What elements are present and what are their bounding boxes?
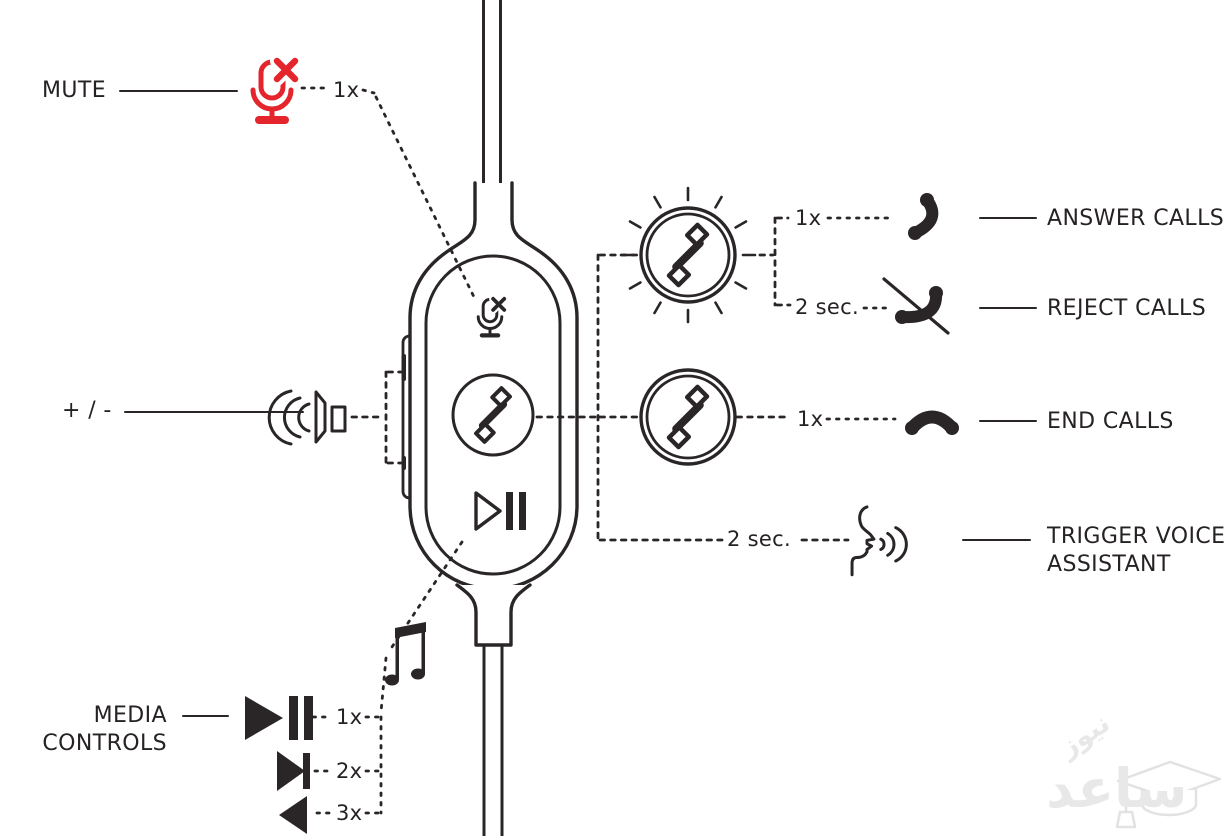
voice-assistant-icon: [850, 505, 908, 577]
previous-track-tap-count: 3x: [336, 801, 363, 825]
watermark-text-line2: ساعد: [1046, 757, 1188, 820]
end-calls-icon: [905, 410, 959, 435]
next-track-icon: [277, 751, 310, 791]
music-note-icon: [385, 622, 426, 686]
volume-label: + / -: [62, 398, 112, 423]
remote-mute-mic-icon: [476, 294, 509, 338]
end-tap-count: 1x: [797, 407, 824, 431]
ring-rays: [619, 186, 757, 324]
previous-track-icon: [279, 796, 307, 834]
media-controls-label-line1: MEDIA: [93, 703, 167, 728]
answer-tap-count: 1x: [795, 206, 822, 230]
phone-in-call-icon: [639, 368, 737, 466]
speaker-volume-icon: [267, 389, 347, 446]
reject-calls-icon: [882, 277, 950, 335]
mute-mic-icon: [250, 54, 302, 124]
phone-handset-icon: [474, 386, 512, 444]
graduation-cap-icon: [1115, 760, 1222, 829]
end-calls-label: END CALLS: [1047, 409, 1174, 434]
reject-calls-label: REJECT CALLS: [1047, 296, 1207, 321]
answer-calls-label: ANSWER CALLS: [1047, 206, 1225, 231]
mute-label: MUTE: [42, 78, 107, 103]
leader-lines: [119, 90, 1037, 717]
trigger-voice-label-line2: ASSISTANT: [1047, 552, 1171, 577]
media-controls-label-line2: CONTROLS: [42, 731, 167, 756]
trigger-voice-label-line1: TRIGGER VOICE: [1047, 524, 1226, 549]
reject-tap-count: 2 sec.: [795, 295, 859, 319]
mute-tap-count: 1x: [333, 78, 360, 102]
next-track-tap-count: 2x: [336, 759, 363, 783]
play-pause-icon: [245, 696, 313, 740]
play-pause-tap-count: 1x: [336, 705, 363, 729]
inline-remote-body: [408, 181, 579, 647]
media-control-icons: [245, 622, 426, 834]
remote-play-pause-icon: [474, 491, 526, 531]
remote-call-button: [451, 373, 535, 457]
headset-cable: [482, 0, 504, 836]
dashed-connectors: [350, 216, 850, 542]
voice-tap-count: 2 sec.: [727, 527, 791, 551]
phone-ringing-icon: [619, 186, 757, 324]
answer-calls-icon: [908, 193, 939, 240]
